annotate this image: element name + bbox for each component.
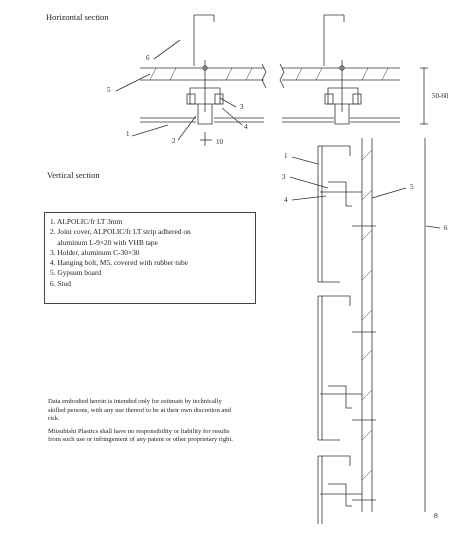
disclaimer-liability: Mitsubishi Plastics shall have no respon… (48, 427, 233, 444)
legend-item: 6. Stud (50, 278, 71, 288)
dimension-panel-gap: 50-60 (432, 92, 449, 100)
legend-item: 5. Gypsum board (50, 268, 102, 278)
callout-horizontal-1: 1 (126, 130, 130, 138)
callout-horizontal-4: 4 (244, 123, 248, 131)
callout-horizontal-6: 6 (146, 54, 150, 62)
callout-vertical-3: 3 (282, 173, 286, 181)
callout-vertical-4: 4 (284, 196, 288, 204)
vertical-section-drawing (289, 138, 441, 524)
horizontal-section-drawing (115, 14, 428, 146)
stud-right (323, 14, 345, 66)
callout-vertical-5: 5 (410, 183, 414, 191)
callout-vertical-6: 6 (444, 224, 448, 232)
legend-item: 3. Holder, aluminum C-30×30 (50, 247, 140, 257)
disclaimer: Data embodied herein is intended only fo… (48, 398, 238, 449)
legend-item: aluminum L-9×20 with VHB tape (50, 237, 158, 247)
callout-horizontal-2: 2 (172, 137, 176, 145)
horizontal-section-title: Horizontal section (46, 12, 109, 22)
callout-horizontal-3: 3 (240, 103, 244, 111)
dimension-joint-width: 10 (216, 138, 223, 146)
legend-item: 1. ALPOLIC/fr LT 3mm (50, 217, 123, 226)
page-number: 8 (434, 511, 438, 520)
legend-item: 2. Joint cover, ALPOLIC/fr LT strip adhe… (50, 227, 191, 237)
disclaimer-estimate: Data embodied herein is intended only fo… (48, 398, 231, 423)
component-legend: 1. ALPOLIC/fr LT 3mm 2. Joint cover, ALP… (44, 212, 256, 304)
callout-horizontal-5: 5 (107, 86, 111, 94)
legend-item: 4. Hanging bolt, M5, covered with rubber… (50, 258, 188, 268)
callout-vertical-1: 1 (284, 152, 288, 160)
vertical-section-title: Vertical section (47, 170, 100, 180)
stud-left (193, 14, 215, 66)
